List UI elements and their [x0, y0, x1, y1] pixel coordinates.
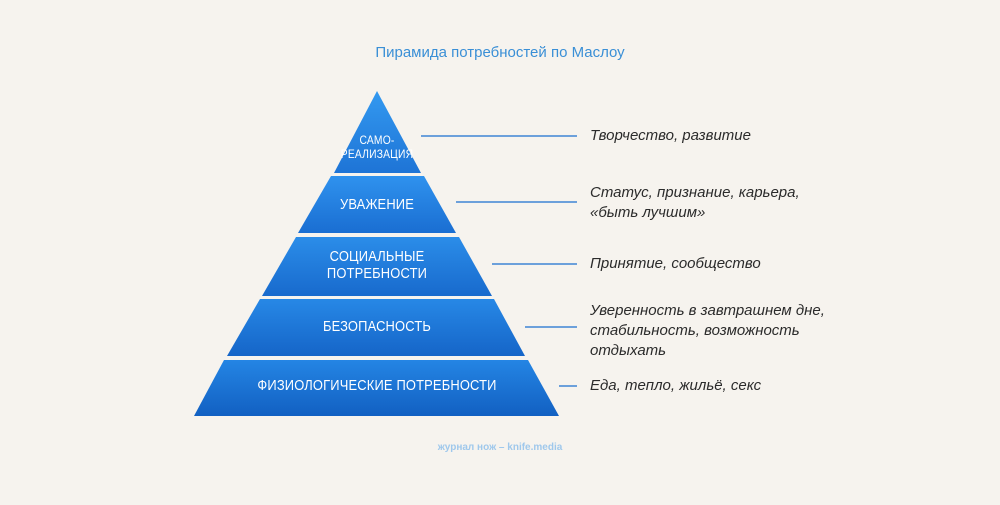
level-label-self-actualization: САМО- РЕАЛИЗАЦИЯ: [340, 133, 414, 161]
level-description-social: Принятие, сообщество: [590, 255, 761, 272]
level-description-esteem: Статус, признание, карьера, «быть лучшим…: [590, 184, 800, 221]
level-label-esteem: УВАЖЕНИЕ: [339, 196, 415, 213]
level-label-safety: БЕЗОПАСНОСТЬ: [322, 318, 432, 335]
pyramid-level-esteem: [298, 176, 456, 233]
level-description-self-actualization: Творчество, развитие: [590, 127, 751, 144]
pyramid-level-social: [262, 237, 492, 296]
pyramid-level-physiological: [194, 360, 559, 416]
level-label-social: СОЦИАЛЬНЫЕ ПОТРЕБНОСТИ: [326, 248, 428, 283]
pyramid-level-safety: [227, 299, 525, 356]
pyramid-level-self-actualization: [334, 91, 421, 173]
level-description-physiological: Еда, тепло, жильё, секс: [590, 377, 762, 394]
footer-credit: журнал нож – knife.media: [437, 442, 563, 453]
level-description-safety: Уверенность в завтрашнем дне, стабильнос…: [590, 302, 825, 359]
diagram-title: Пирамида потребностей по Маслоу: [375, 44, 625, 61]
level-label-physiological: ФИЗИОЛОГИЧЕСКИЕ ПОТРЕБНОСТИ: [257, 377, 497, 394]
